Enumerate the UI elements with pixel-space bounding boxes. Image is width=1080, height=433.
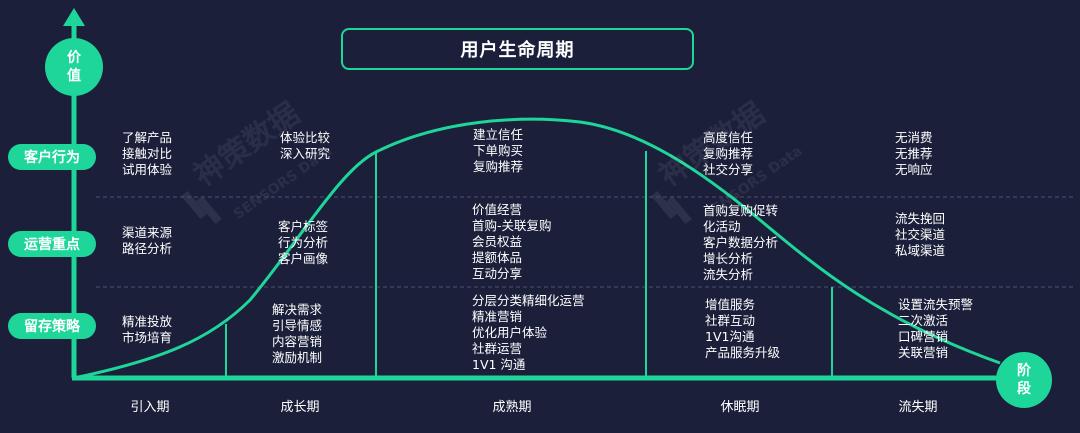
diagram-title: 用户生命周期 xyxy=(341,28,694,70)
cell-behavior-intro: 了解产品接触对比试用体验 xyxy=(122,130,173,177)
lifecycle-curve xyxy=(73,117,1001,380)
row-label-strategy: 留存策略 xyxy=(8,313,96,339)
y-axis-label: 价值 xyxy=(45,38,103,96)
x-axis-label: 阶段 xyxy=(996,352,1052,408)
stage-label-dormant: 休眠期 xyxy=(720,400,760,415)
cell-strategy-growth: 解决需求引导情感内容营销激励机制 xyxy=(272,302,323,365)
stage-label-growth: 成长期 xyxy=(280,400,320,415)
cell-focus-churn: 流失挽回社交渠道私域渠道 xyxy=(895,211,946,258)
cell-strategy-intro: 精准投放市场培育 xyxy=(122,314,173,345)
cell-focus-growth: 客户标签行为分析客户画像 xyxy=(278,219,329,266)
cell-behavior-churn: 无消费无推荐无响应 xyxy=(895,130,933,177)
cell-strategy-churn: 设置流失预警二次激活口碑营销关联营销 xyxy=(898,297,974,360)
stage-label-churn: 流失期 xyxy=(898,400,938,415)
stage-label-mature: 成熟期 xyxy=(492,400,532,415)
cell-behavior-growth: 体验比较深入研究 xyxy=(280,130,331,161)
cell-focus-mature: 价值经营首购-关联复购会员权益提额体品互动分享 xyxy=(472,202,552,281)
cell-focus-dormant: 首购复购促转化活动客户数据分析增长分析流失分析 xyxy=(703,203,779,282)
row-label-behavior: 客户行为 xyxy=(8,144,96,170)
cell-behavior-dormant: 高度信任复购推荐社交分享 xyxy=(703,130,754,177)
stage-label-intro: 引入期 xyxy=(130,400,170,415)
y-axis-arrow xyxy=(63,8,85,26)
cell-behavior-mature: 建立信任下单购买复购推荐 xyxy=(473,127,524,174)
cell-focus-intro: 渠道来源路径分析 xyxy=(122,225,173,256)
watermark-logo xyxy=(181,190,692,225)
row-label-focus: 运营重点 xyxy=(8,231,96,257)
